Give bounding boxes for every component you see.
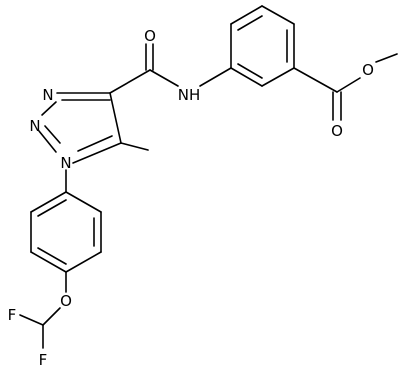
- bond-lines: [19, 5, 398, 349]
- atom-n2-triazole: N: [29, 117, 40, 135]
- atom-o-ester-carbonyl: O: [331, 122, 343, 140]
- atom-nh-amide: NH: [178, 86, 201, 104]
- atom-o-ester-single: O: [362, 61, 374, 79]
- atom-o-ether: O: [60, 292, 72, 310]
- atom-n1-triazole: N: [60, 154, 71, 172]
- atom-f-1: F: [8, 306, 17, 324]
- atom-f-2: F: [39, 351, 48, 369]
- atom-labels: O NH O O N N N O F F: [8, 27, 374, 369]
- atom-n3-triazole: N: [42, 86, 53, 104]
- atom-o-amide: O: [144, 27, 156, 45]
